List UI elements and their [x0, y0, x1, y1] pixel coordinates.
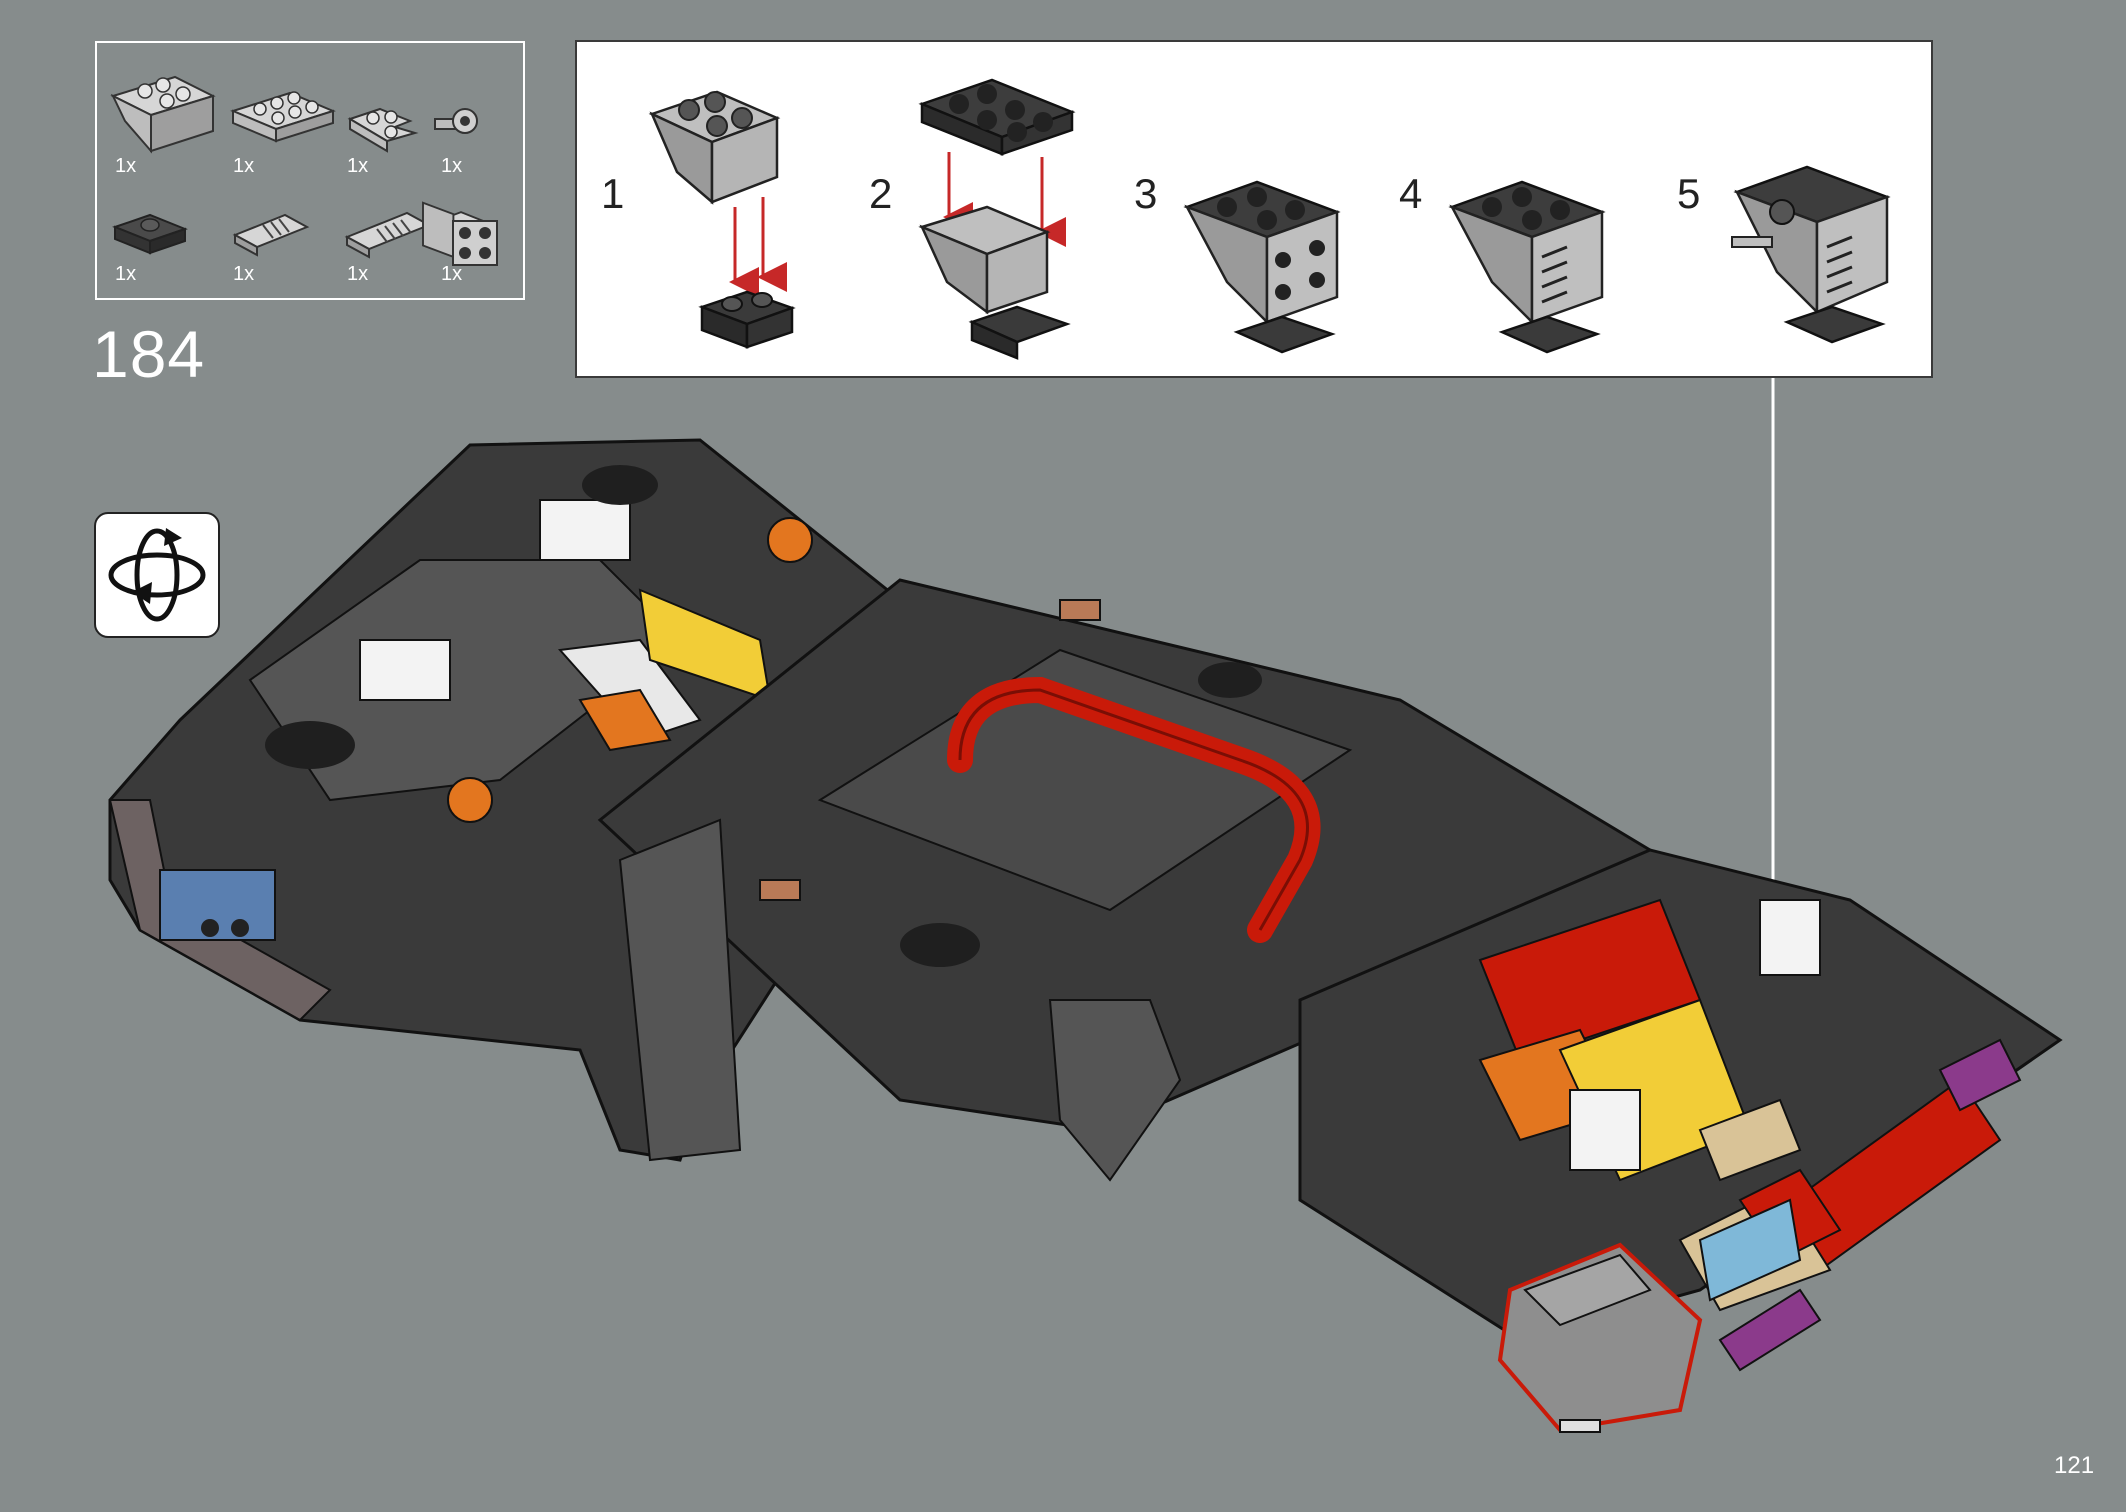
sub-step-number: 3: [1134, 170, 1158, 217]
bar-clip-icon: [434, 108, 478, 134]
part-qty: 1x: [115, 263, 137, 285]
parts-list: 1x 1x 1x 1x 1x 1x 1x 1x: [95, 41, 525, 300]
sub-step-2-illustration: [918, 78, 1076, 360]
part-qty: 1x: [233, 155, 255, 177]
part-qty: 1x: [441, 155, 463, 177]
sub-step-number: 1: [601, 170, 625, 217]
part-qty: 1x: [233, 263, 255, 285]
part-qty: 1x: [347, 155, 369, 177]
page-number: 121: [2054, 1452, 2095, 1479]
step-number: 184: [92, 317, 206, 391]
sub-step-number: 2: [869, 170, 893, 217]
rotate-model-icon: [94, 512, 220, 638]
sub-step-4-illustration: [1448, 180, 1606, 354]
right-chassis: [1298, 848, 2063, 1433]
sub-step-5-illustration: [1731, 165, 1891, 344]
sub-step-3-illustration: [1183, 180, 1341, 354]
grille-slope-long-icon: [344, 211, 432, 259]
plate-corner-icon: [347, 107, 419, 153]
part-qty: 1x: [115, 155, 137, 177]
grille-slope-icon: [232, 213, 310, 257]
brick-studs-side-icon: [422, 201, 498, 266]
plate-2x3-icon: [230, 91, 336, 143]
part-qty: 1x: [347, 263, 369, 285]
sub-step-number: 4: [1399, 170, 1423, 217]
part-qty: 1x: [441, 263, 463, 285]
jumper-plate-icon: [112, 213, 188, 255]
sub-assembly-panel: 1 2 3 4 5: [575, 40, 1933, 378]
slope-inverted-brick-icon: [110, 75, 216, 154]
sub-step-1-illustration: [648, 90, 796, 349]
sub-step-number: 5: [1677, 170, 1701, 217]
